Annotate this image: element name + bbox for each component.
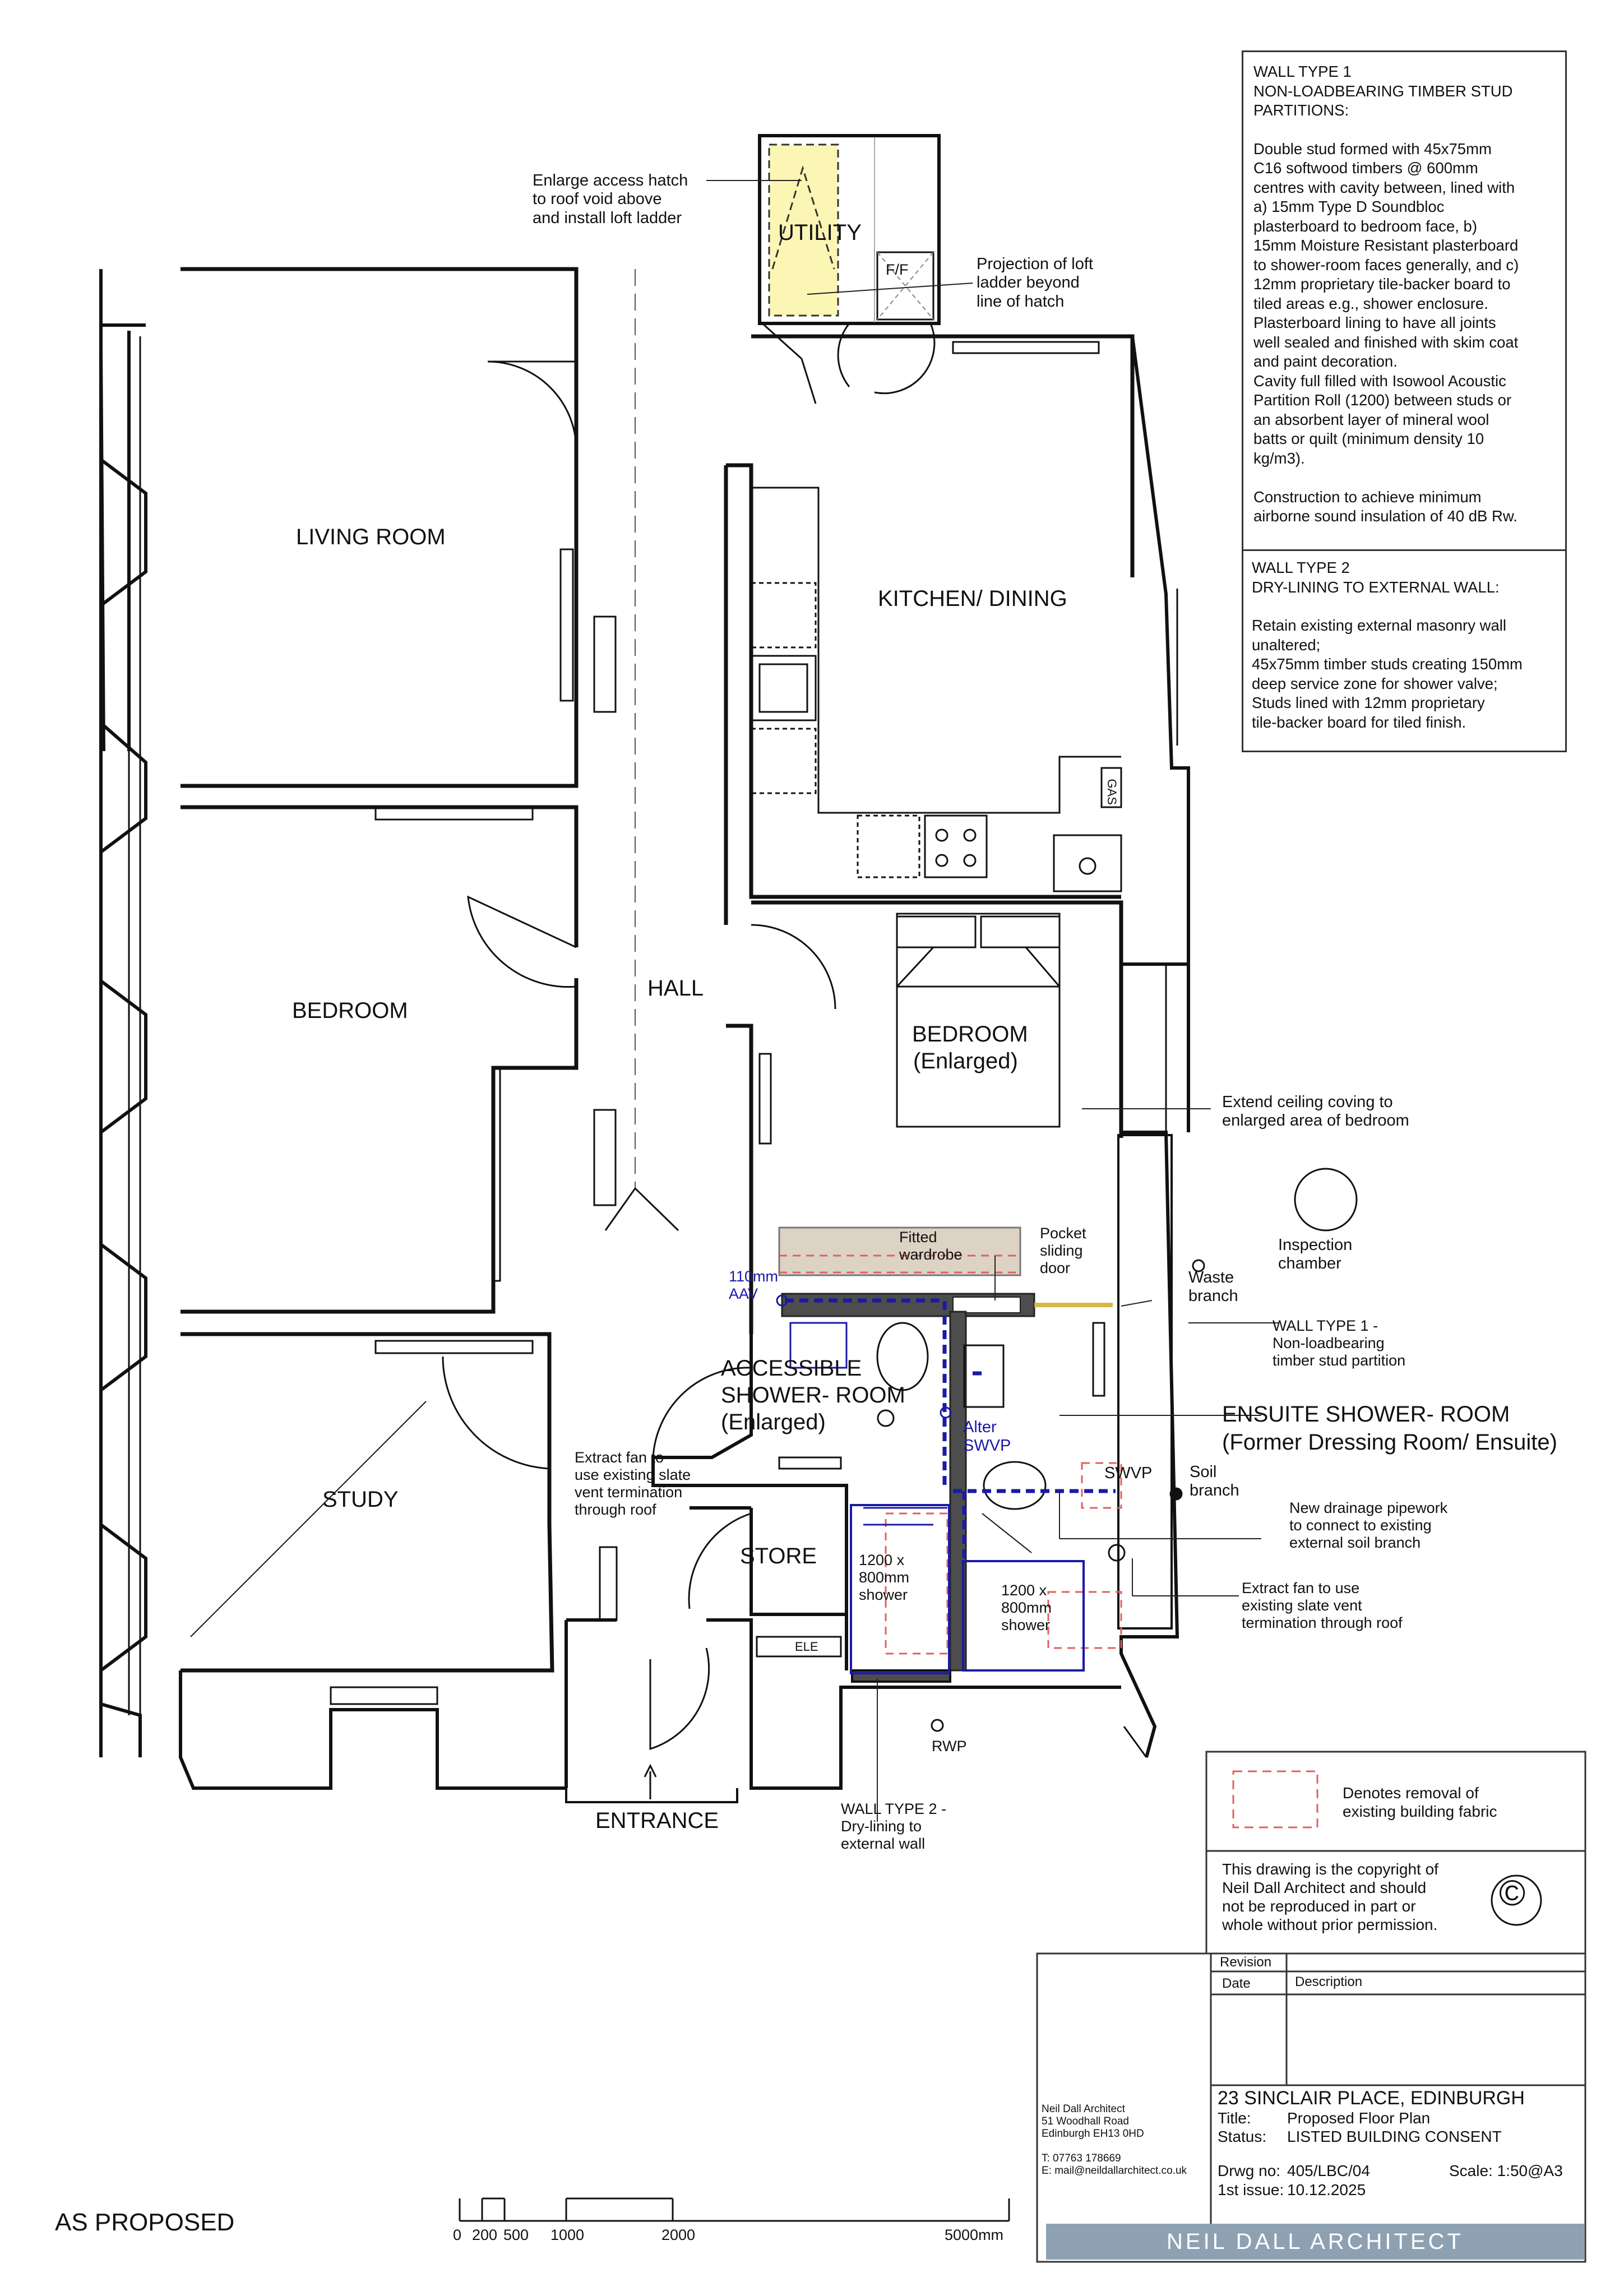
entrance-label: ENTRANCE [595,1808,719,1833]
bedroom-enlarged-label: BEDROOM [912,1022,1028,1047]
extract-fan-left-note: Extract fan to use existing slate vent t… [575,1449,691,1519]
accessible-shower-label-2: SHOWER- ROOM [721,1383,905,1408]
hall-label: HALL [647,976,704,1001]
first-issue-value: 10.12.2025 [1287,2181,1366,2198]
date-header: Date [1222,1976,1251,1991]
study-walls [181,1332,554,1673]
wall-type-1-body: Double stud formed with 45x75mm C16 soft… [1253,140,1519,525]
spec-divider [1242,549,1567,551]
wall-type-2-note: WALL TYPE 2 - Dry-lining to external wal… [841,1800,947,1853]
inspection-chamber [1294,1168,1358,1232]
living-room-walls [181,267,579,788]
kitchen-walls [724,334,1135,925]
status-value: LISTED BUILDING CONSENT [1287,2128,1502,2145]
brand-logo-bar: NEIL DALL ARCHITECT [1046,2224,1584,2260]
study-label: STUDY [322,1487,399,1512]
inspection-chamber-note: Inspection chamber [1278,1236,1353,1273]
description-header: Description [1295,1974,1363,1989]
ensuite-label-1: ENSUITE SHOWER- ROOM [1222,1402,1510,1427]
wall-type-2-title: WALL TYPE 2 DRY-LINING TO EXTERNAL WALL: [1252,559,1500,596]
drawing-title-value: Proposed Floor Plan [1287,2109,1431,2127]
electric-meter-label: ELE [795,1640,818,1654]
alter-swvp-note: Alter SWVP [963,1418,1011,1455]
drawing-title-label: Title: [1218,2109,1251,2127]
store-label: STORE [740,1544,817,1568]
architect-address: Neil Dall Architect 51 Woodhall Road Edi… [1042,2103,1187,2177]
scale-label-0: 0 [453,2226,462,2243]
scale-bar [459,2197,1010,2222]
swvp-note: SWVP [1104,1464,1153,1482]
scale-label-200: 200 [472,2226,498,2243]
drawing-number-value: 405/LBC/04 [1287,2162,1370,2179]
status-label: Status: [1218,2128,1267,2145]
extract-fan-right-note: Extract fan to use existing slate vent t… [1242,1580,1403,1632]
scale-label-5000: 5000mm [945,2226,1004,2243]
scale-value: Scale: 1:50@A3 [1449,2162,1563,2179]
project-title: 23 SINCLAIR PLACE, EDINBURGH [1218,2087,1525,2109]
shower-tray-accessible [850,1504,950,1674]
scale-label-500: 500 [503,2226,529,2243]
drainage-pipe-accessible [785,1298,947,1485]
scale-label-1000: 1000 [550,2226,585,2243]
entrance-steps [565,1788,738,1803]
shower-left-note: 1200 x 800mm shower [859,1552,910,1604]
as-proposed-label: AS PROPOSED [55,2209,235,2236]
rwp-note: RWP [932,1738,967,1755]
copyright-icon: © [1499,1873,1526,1913]
accessible-shower-label-1: ACCESSIBLE [721,1356,862,1381]
wardrobe-note: Fitted wardrobe [899,1229,963,1263]
wall-type-2-block: WALL TYPE 2 DRY-LINING TO EXTERNAL WALL:… [1252,558,1566,732]
fitted-wardrobe [778,1226,1021,1276]
utility-label: UTILITY [778,220,862,245]
kitchen-dining-label: KITCHEN/ DINING [878,586,1067,611]
bedroom-label: BEDROOM [292,998,408,1023]
soil-branch-note: Soil branch [1190,1463,1239,1500]
waste-branch-note: Waste branch [1188,1269,1238,1306]
copyright-text: This drawing is the copyright of Neil Da… [1222,1860,1438,1933]
first-issue-label: 1st issue: [1218,2181,1284,2198]
store-walls [565,1506,1121,1790]
removal-legend-text: Denotes removal of existing building fab… [1343,1784,1497,1820]
aav-note: 110mm AAV [729,1268,779,1303]
bedroom-walls [181,805,579,1314]
wall-type-2-body: Retain existing external masonry wall un… [1252,617,1523,731]
living-room-label: LIVING ROOM [296,525,446,549]
pocket-door-note: Pocket sliding door [1040,1225,1086,1277]
ensuite-label-2: (Former Dressing Room/ Ensuite) [1222,1430,1557,1455]
shower-tray-ensuite [962,1560,1085,1672]
bed [896,913,1061,1128]
scale-label-2000: 2000 [661,2226,696,2243]
drawing-number-label: Drwg no: [1218,2162,1281,2179]
spec-panel: WALL TYPE 1 NON-LOADBEARING TIMBER STUD … [1242,50,1567,752]
coving-note: Extend ceiling coving to enlarged area o… [1222,1093,1409,1130]
revision-header: Revision [1220,1955,1272,1970]
bedroom-enlarged-sub: (Enlarged) [913,1049,1018,1073]
bedroom-enlarged-walls [726,900,1123,1334]
accessible-shower-label-3: (Enlarged) [721,1410,826,1434]
loft-ladder-note: Projection of loft ladder beyond line of… [977,255,1093,311]
west-facade [99,269,147,1757]
wall-type-1-note: WALL TYPE 1 - Non-loadbearing timber stu… [1273,1317,1406,1369]
wall-type-1-title: WALL TYPE 1 NON-LOADBEARING TIMBER STUD … [1253,63,1513,119]
fridge-freezer-label: F/F [886,261,909,278]
shower-right-note: 1200 x 800mm shower [1001,1582,1052,1634]
gas-meter-label: GAS [1104,779,1119,805]
drainage-note: New drainage pipework to connect to exis… [1289,1499,1448,1552]
hatch-note: Enlarge access hatch to roof void above … [533,172,688,227]
loft-hatch [768,144,839,317]
